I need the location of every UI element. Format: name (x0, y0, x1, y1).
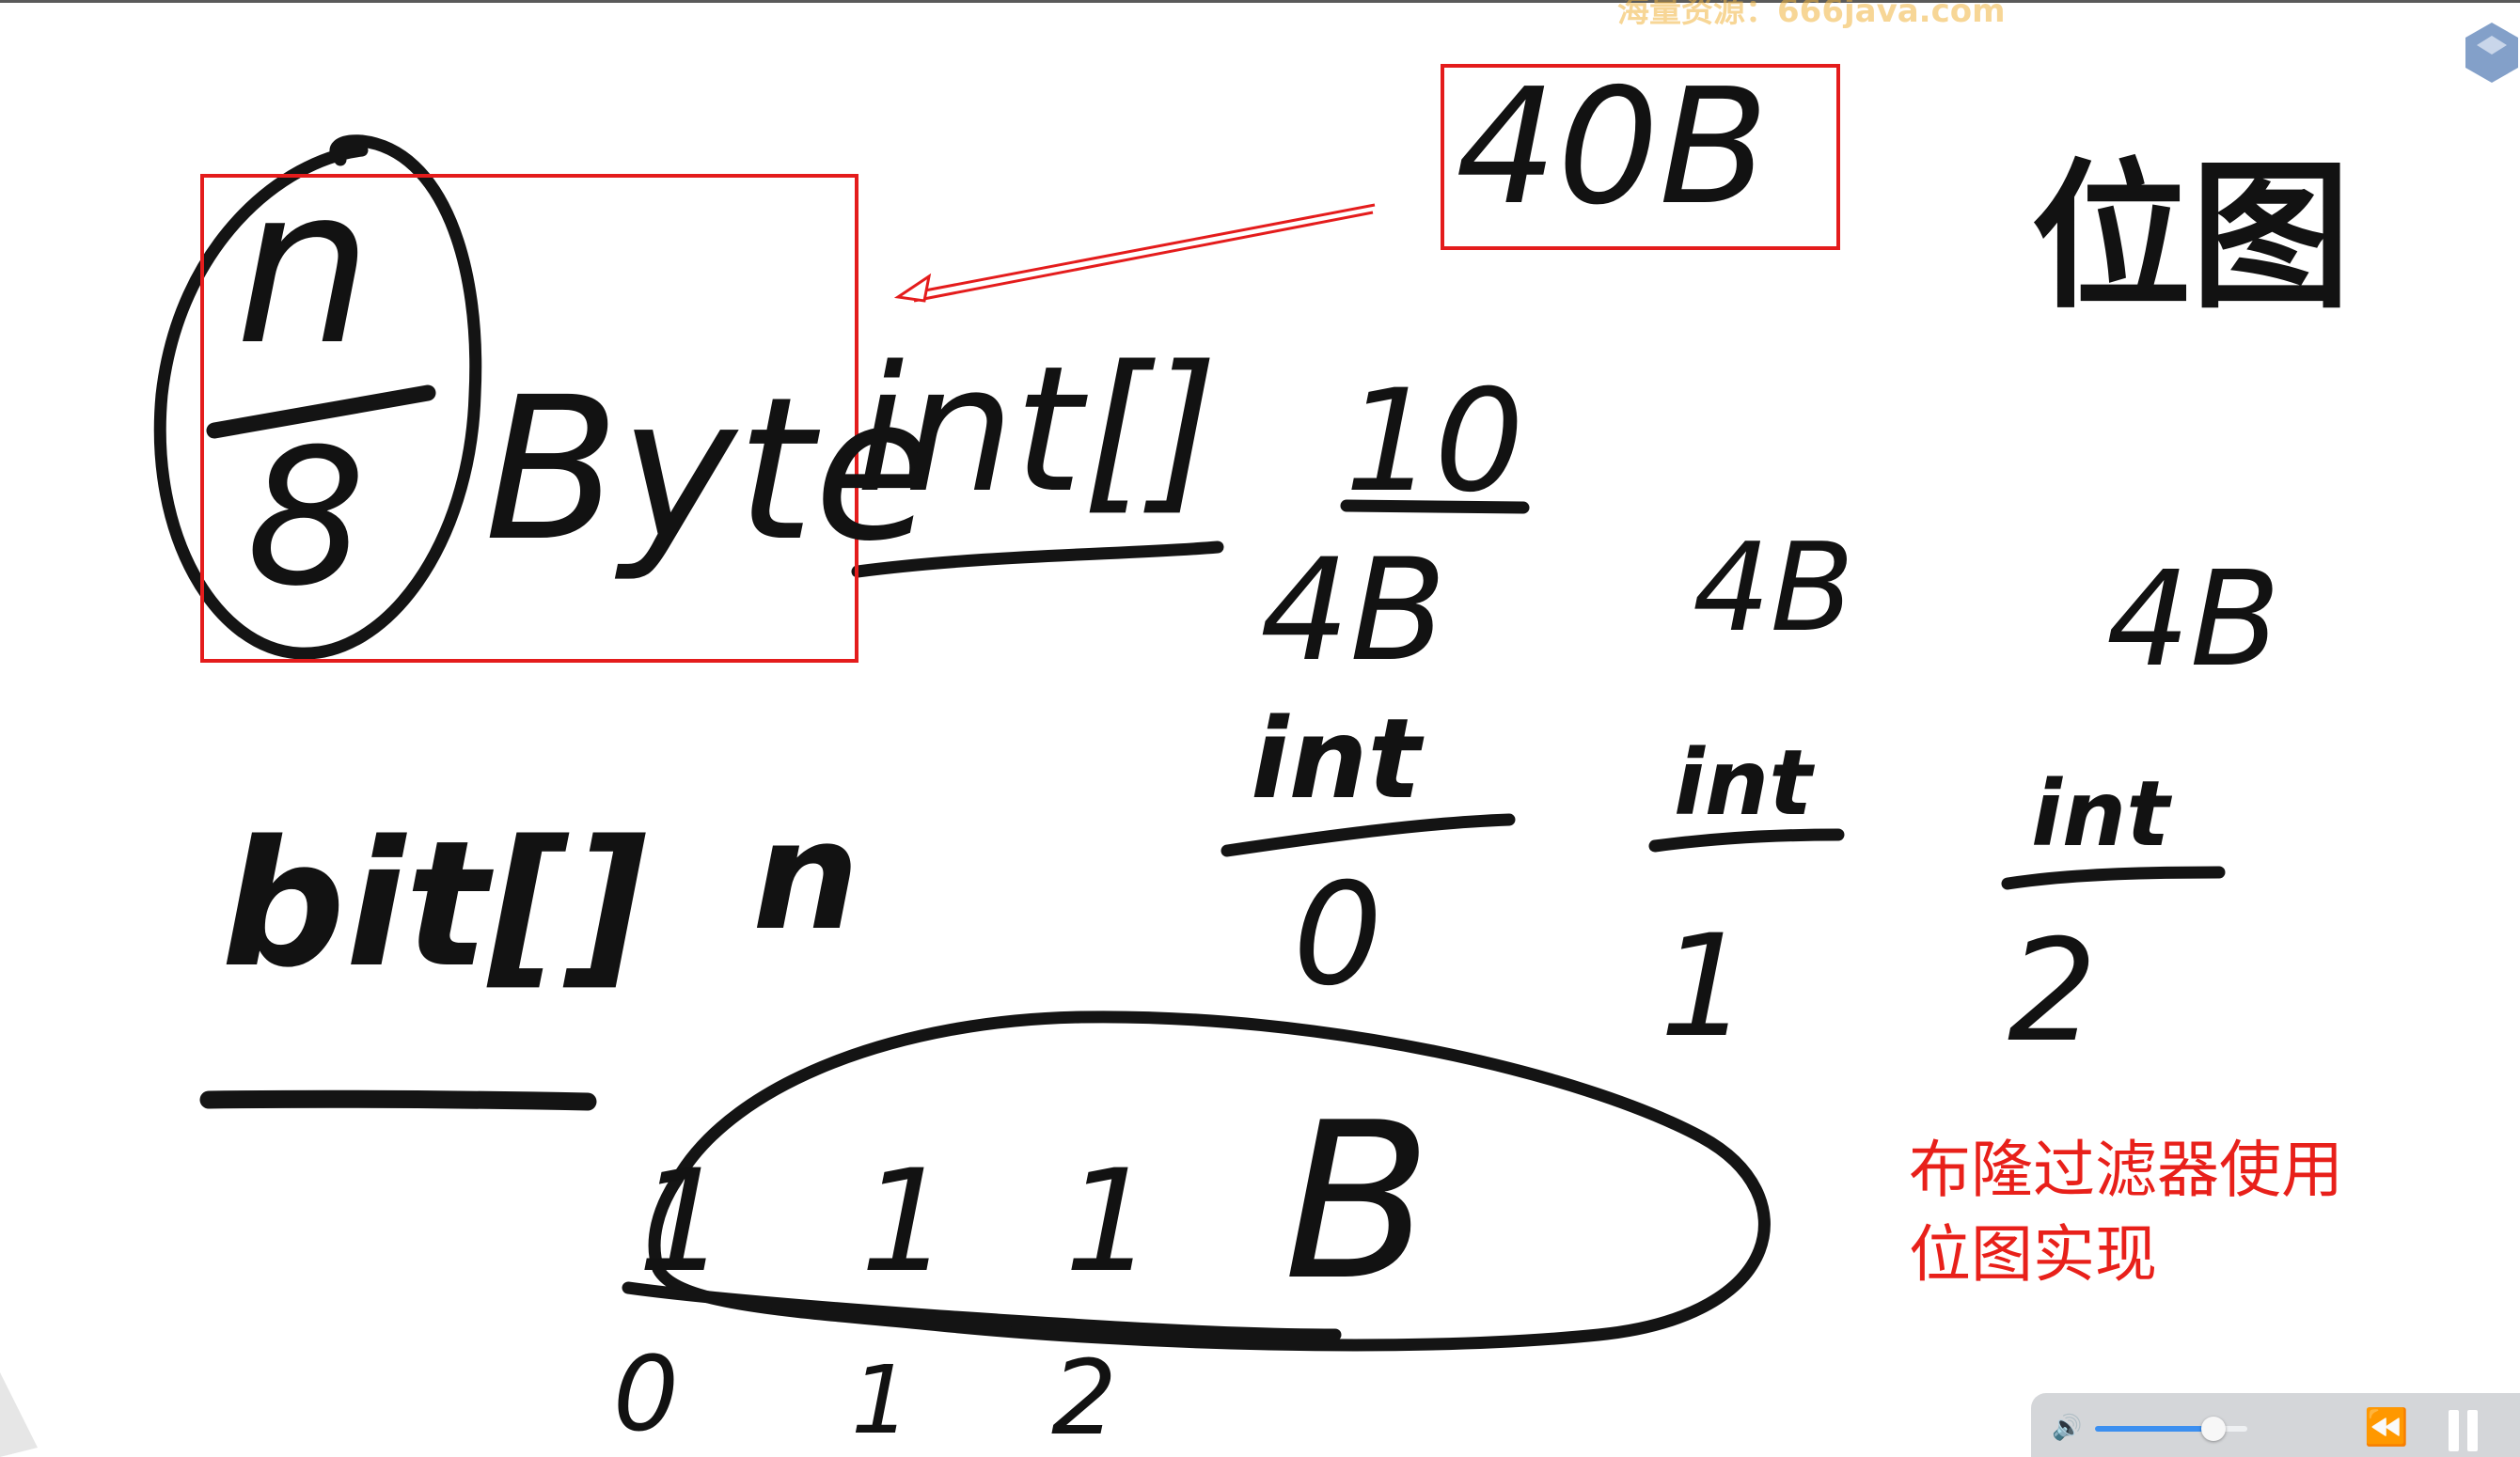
int-cell-0-type: int (1251, 694, 1421, 823)
ten-underline (1340, 499, 1530, 514)
volume-slider-handle[interactable] (2201, 1417, 2227, 1441)
pause-icon[interactable] (2445, 1410, 2482, 1451)
int-cell-1-type: int (1674, 730, 1813, 836)
bits-ellipse (648, 1010, 1771, 1352)
ten-label: 10 (1345, 360, 1524, 524)
n-over-8-box (200, 174, 858, 663)
red-arrow (893, 203, 1376, 303)
int-underline-2 (2001, 866, 2226, 890)
speaker-icon[interactable]: 🔊 (2052, 1414, 2083, 1442)
int-underline-0 (1221, 813, 1516, 857)
int-cell-1-size: 4B (1693, 516, 1854, 659)
forty-bytes-label: 40B (1456, 55, 1769, 241)
int-cell-2-size: 4B (2106, 543, 2281, 697)
rewind-icon[interactable]: ⏪ (2364, 1406, 2409, 1448)
bit-2: 1 (1064, 1140, 1155, 1304)
watermark: 海量资源：666java.com (1617, 0, 2006, 30)
int-underline-1 (1648, 828, 1845, 853)
bit-0: 1 (638, 1140, 728, 1304)
n-over-8-circle (153, 134, 482, 660)
byte-label: Byte (484, 354, 936, 585)
n-mid-label: n (752, 788, 859, 964)
video-player-controls: 🔊 ⏪ (2031, 1393, 2520, 1457)
bits-baseline (622, 1281, 1342, 1341)
bit-index-0: 0 (613, 1334, 679, 1454)
int-cell-0-index: 0 (1293, 854, 1383, 1017)
eight-denominator: 8 (246, 409, 367, 628)
int-cell-1-index: 1 (1660, 905, 1750, 1069)
bit-index-2: 2 (1051, 1338, 1117, 1457)
bit-3: B (1284, 1077, 1432, 1328)
bit-array-underline (199, 1089, 597, 1111)
bloom-filter-note: 布隆过滤器使用 位图实现 (1909, 1128, 2343, 1297)
fraction-bar (206, 384, 436, 439)
bit-array-label: bit[] (221, 803, 648, 1006)
bitmap-title: 位图 (2031, 145, 2352, 331)
note-line-2: 位图实现 (1909, 1218, 2157, 1291)
top-border (0, 0, 2520, 3)
int-cell-2-index: 2 (2008, 910, 2098, 1073)
note-line-1: 布隆过滤器使用 (1909, 1134, 2343, 1206)
int-cell-0-size: 4B (1260, 529, 1447, 693)
int-array-label: int[] (856, 328, 1219, 531)
int-cell-2-type: int (2031, 761, 2170, 867)
n-numerator: n (235, 142, 372, 393)
corner-decoration (0, 1372, 38, 1457)
volume-slider-fill (2095, 1426, 2214, 1432)
bit-index-1: 1 (851, 1345, 911, 1455)
logo-icon (2465, 23, 2518, 83)
int-array-underline (851, 540, 1224, 578)
forty-bytes-box (1441, 64, 1840, 250)
bit-1: 1 (860, 1140, 951, 1304)
volume-slider[interactable] (2095, 1417, 2247, 1441)
